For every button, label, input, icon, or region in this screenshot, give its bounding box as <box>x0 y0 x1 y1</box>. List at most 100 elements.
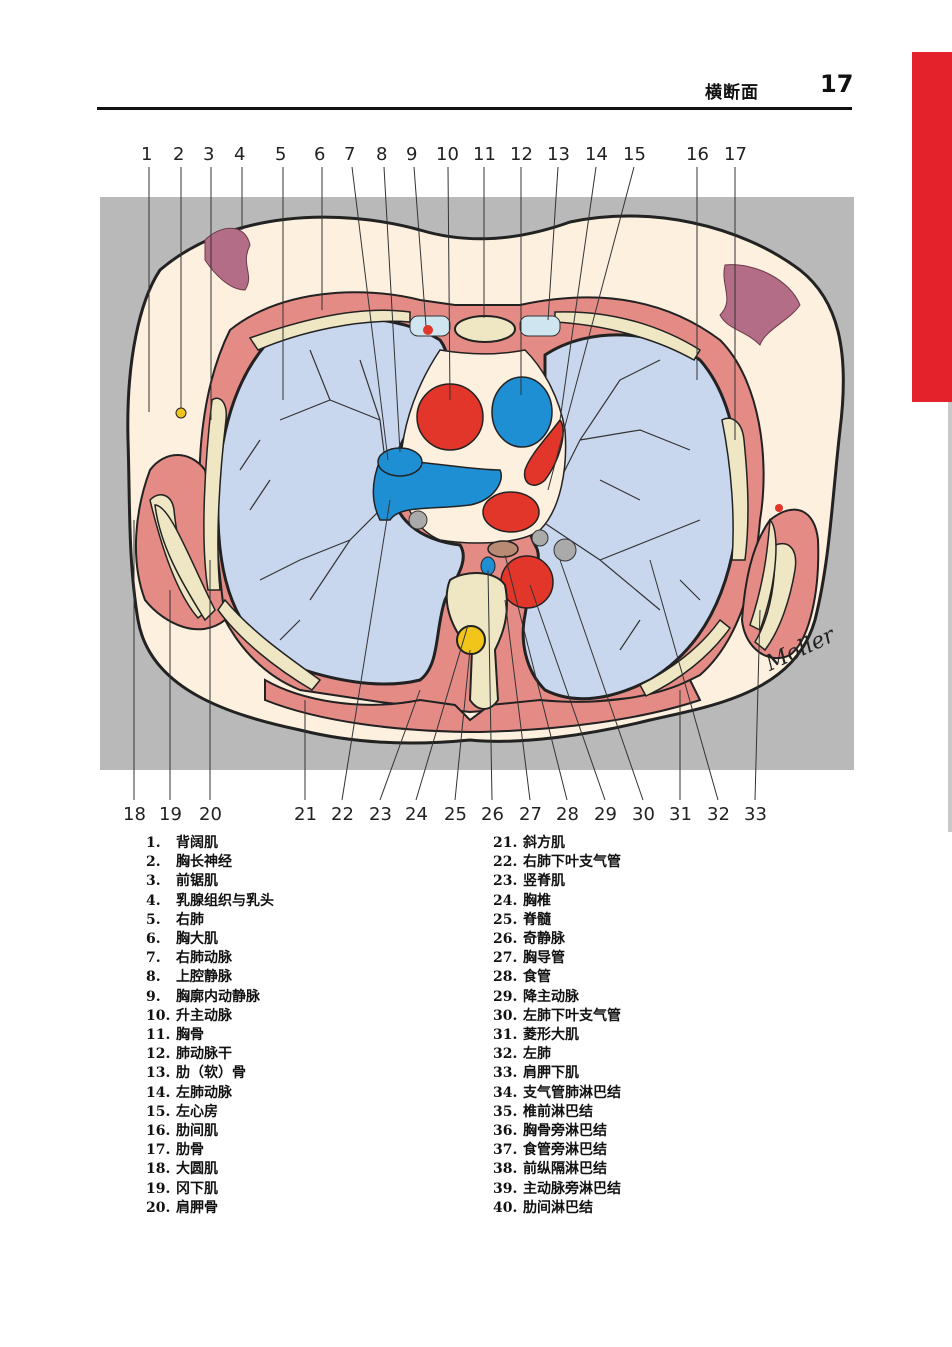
legend-text: 胸廓内动静脉 <box>176 988 260 1005</box>
header-rule <box>97 107 852 110</box>
legend-item: 10.升主动脉 <box>146 1007 274 1026</box>
legend-item: 12.肺动脉干 <box>146 1045 274 1064</box>
label-33: 33 <box>744 804 767 825</box>
legend-item: 25.脊髓 <box>493 911 621 930</box>
legend-number: 27. <box>493 950 518 967</box>
legend-item: 23. 竖脊肌 <box>493 872 621 891</box>
label-1: 1 <box>141 144 152 165</box>
legend-number: 29. <box>493 988 518 1005</box>
label-17: 17 <box>724 144 747 165</box>
label-5: 5 <box>275 144 286 165</box>
legend-number: 7. <box>146 950 161 967</box>
legend-text: 乳腺组织与乳头 <box>176 892 274 909</box>
legend-item: 37.食管旁淋巴结 <box>493 1141 621 1160</box>
page-edge-rule <box>948 402 952 832</box>
label-15: 15 <box>623 144 646 165</box>
legend-text: 肋间淋巴结 <box>523 1199 593 1216</box>
legend-item: 17.肋骨 <box>146 1141 274 1160</box>
legend-text: 胸导管 <box>523 950 565 967</box>
legend-number: 32. <box>493 1046 518 1063</box>
legend-item: 33.肩胛下肌 <box>493 1064 621 1083</box>
legend-number: 20. <box>146 1199 171 1216</box>
legend-number: 3. <box>146 873 161 890</box>
legend-item: 30.左肺下叶支气管 <box>493 1007 621 1026</box>
legend-item: 1.背阔肌 <box>146 834 274 853</box>
legend-item: 8.上腔静脉 <box>146 968 274 987</box>
legend-text: 右肺下叶支气管 <box>523 854 621 871</box>
legend-number: 18. <box>146 1161 171 1178</box>
legend-text: 升主动脉 <box>176 1007 232 1024</box>
legend-number: 19. <box>146 1180 171 1197</box>
legend-text: 奇静脉 <box>523 931 565 948</box>
legend-text: 左肺动脉 <box>176 1084 232 1101</box>
legend-text: 食管 <box>523 969 551 986</box>
legend-number: 36. <box>493 1123 518 1140</box>
page-number: 17 <box>820 70 854 98</box>
legend-number: 33. <box>493 1065 518 1082</box>
label-24: 24 <box>405 804 428 825</box>
legend-number: 15. <box>146 1103 171 1120</box>
legend-text: 胸大肌 <box>176 931 218 948</box>
label-22: 22 <box>331 804 354 825</box>
legend-number: 28. <box>493 969 518 986</box>
superior-vena-cava <box>377 447 423 477</box>
legend-text: 食管旁淋巴结 <box>523 1142 607 1159</box>
label-23: 23 <box>369 804 392 825</box>
legend-item: 11.胸骨 <box>146 1026 274 1045</box>
bottom-number-labels: 18 19 20 21 22 23 24 25 26 27 28 29 30 3… <box>123 804 767 825</box>
legend-item: 18.大圆肌 <box>146 1160 274 1179</box>
legend-item: 32. 左肺 <box>493 1045 621 1064</box>
legend-item: 31.菱形大肌 <box>493 1026 621 1045</box>
legend-item: 13.肋（软）骨 <box>146 1064 274 1083</box>
legend-item: 22.右肺下叶支气管 <box>493 853 621 872</box>
legend-item: 16.肋间肌 <box>146 1122 274 1141</box>
top-number-labels: 1 2 3 4 5 6 7 8 9 10 11 12 13 14 15 16 1… <box>141 144 747 165</box>
label-21: 21 <box>294 804 317 825</box>
legend-item: 2.胸长神经 <box>146 853 274 872</box>
left-pulmonary-artery <box>523 418 564 486</box>
bottom-leader-lines <box>133 499 761 801</box>
legend-item: 39.主动脉旁淋巴结 <box>493 1180 621 1199</box>
legend-item: 21.斜方肌 <box>493 834 621 853</box>
legend-number: 1. <box>146 835 161 851</box>
label-3: 3 <box>203 144 214 165</box>
legend-text: 肋（软）骨 <box>176 1065 246 1082</box>
legend-text: 左肺 <box>523 1046 551 1063</box>
legend-text: 上腔静脉 <box>176 969 232 986</box>
pulmonary-trunk <box>491 376 553 448</box>
legend-item: 29.降主动脉 <box>493 988 621 1007</box>
legend-item: 3.前锯肌 <box>146 872 274 891</box>
legend-number: 30. <box>493 1007 518 1024</box>
legend-number: 35. <box>493 1103 518 1120</box>
legend-number: 24. <box>493 892 518 909</box>
legend-number: 11. <box>146 1027 171 1044</box>
label-16: 16 <box>686 144 709 165</box>
label-14: 14 <box>585 144 608 165</box>
legend-number: 4. <box>146 892 161 909</box>
label-2: 2 <box>173 144 184 165</box>
breast-tissue-left <box>719 264 801 346</box>
legend-item: 5.右肺 <box>146 911 274 930</box>
legend-item: 20.肩胛骨 <box>146 1199 274 1218</box>
legend-right-column: 21.斜方肌 22.右肺下叶支气管 23.竖脊肌 24.胸椎 25.脊髓 26.… <box>493 834 621 1218</box>
legend-number: 23. <box>493 873 518 890</box>
legend-text: 竖脊肌 <box>523 873 565 890</box>
legend-number: 12. <box>146 1046 171 1063</box>
legend-text: 右肺动脉 <box>176 950 232 967</box>
back-muscles <box>264 678 702 734</box>
legend-number: 16. <box>146 1123 171 1140</box>
sternum <box>454 315 516 343</box>
top-leader-lines <box>148 166 736 491</box>
legend-item: 6.胸大肌 <box>146 930 274 949</box>
label-8: 8 <box>376 144 387 165</box>
label-4: 4 <box>234 144 245 165</box>
label-12: 12 <box>510 144 533 165</box>
legend-number: 38. <box>493 1161 518 1178</box>
legend-text: 胸椎 <box>523 892 551 909</box>
legend-text: 菱形大肌 <box>523 1027 579 1044</box>
legend-number: 2. <box>146 854 161 871</box>
label-30: 30 <box>632 804 655 825</box>
left-atrium <box>482 491 540 533</box>
legend-item: 7. 右肺动脉 <box>146 949 274 968</box>
legend-number: 39. <box>493 1180 518 1197</box>
